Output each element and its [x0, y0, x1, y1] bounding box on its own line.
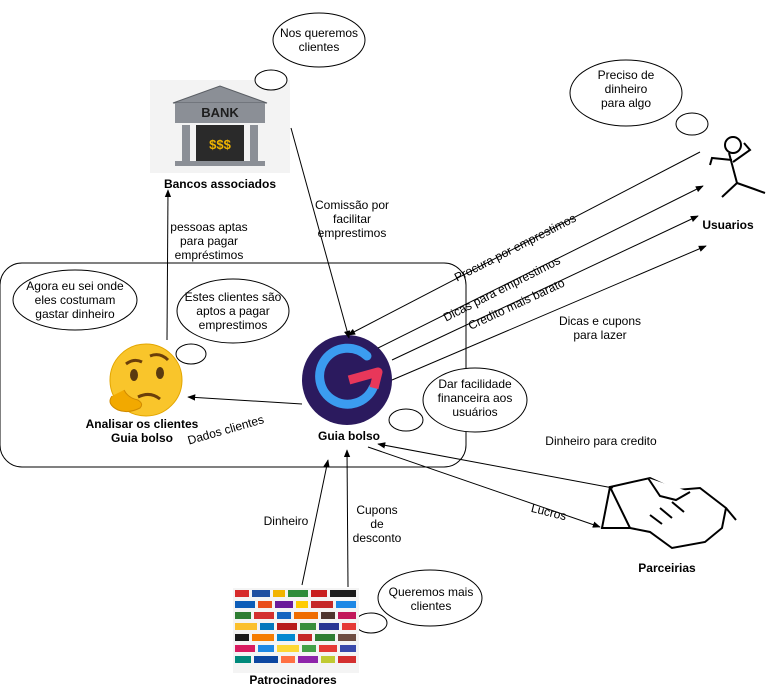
sponsor-logos-mosaic [233, 588, 359, 673]
cloud-ease-text-2: financeira aos [437, 391, 513, 405]
cloud-apt [175, 278, 290, 365]
edge-apt-1: pessoas aptas [170, 220, 248, 234]
cloud-apt-text-3: emprestimos [198, 318, 268, 332]
cloud-ease-text-3: usuários [452, 405, 498, 419]
cloud-sponsors-text-1: Queremos mais [388, 585, 474, 599]
bank-image: BANK $$$ [150, 80, 290, 173]
cloud-ease-text-1: Dar facilidade [438, 377, 512, 391]
arrow-guia-to-partners [367, 446, 601, 528]
cloud-sponsors-text-2: clientes [410, 599, 452, 613]
arrow-guia-to-users-2 [391, 215, 699, 361]
cloud-banks-text-2: clientes [298, 40, 340, 54]
arrow-users-to-guia [347, 151, 701, 336]
guia-bolso-group-frame [0, 262, 467, 468]
edge-money: Dinheiro [263, 514, 309, 528]
bank-caption: Bancos associados [163, 177, 277, 191]
arrow-bank-to-guia [290, 127, 351, 339]
edge-coupons-3: desconto [352, 531, 402, 545]
users-caption: Usuarios [702, 218, 754, 232]
bank-dollar-label: $$$ [209, 137, 231, 152]
bank-sign-label: BANK [201, 105, 239, 120]
arrow-sponsors-to-guia-2 [343, 449, 351, 588]
cloud-users-text-1: Preciso de [597, 68, 655, 82]
arrow-guia-to-analyse [187, 394, 303, 405]
edge-leisure-1: Dicas e cupons [558, 314, 642, 328]
cloud-banks-text-1: Nos queremos [279, 26, 359, 40]
cloud-apt-text-2: aptos a pagar [196, 304, 270, 318]
analyse-caption-2: Guia bolso [110, 431, 173, 445]
cloud-users [569, 59, 709, 136]
guia-bolso-logo [302, 335, 392, 425]
cloud-users-text-2: dinheiro [604, 82, 648, 96]
edge-coupons-1: Cupons [356, 503, 398, 517]
arrow-sponsors-to-guia-1 [301, 459, 330, 586]
edge-commission-3: emprestimos [317, 226, 387, 240]
edge-commission-1: Comissão por [314, 198, 390, 212]
edge-leisure-2: para lazer [573, 328, 627, 342]
arrow-guia-to-users-1 [377, 185, 704, 349]
sponsors-caption: Patrocinadores [249, 673, 337, 687]
edge-coupons-2: de [370, 517, 384, 531]
cloud-banks [254, 12, 366, 91]
edge-apt-2: para pagar [179, 234, 239, 248]
cloud-where-text-1: Agora eu sei onde [26, 279, 124, 293]
user-stick-figure [709, 136, 766, 198]
arrow-partners-to-guia [377, 442, 614, 489]
edge-credit-money: Dinheiro para credito [545, 434, 657, 448]
handshake-image [600, 476, 737, 550]
thinking-emoji [109, 343, 183, 417]
analyse-caption-1: Analisar os clientes [85, 417, 199, 431]
cloud-ease [388, 367, 528, 433]
cloud-users-text-3: para algo [600, 96, 652, 110]
edge-apt-3: empréstimos [174, 248, 244, 262]
cloud-where-text-3: gastar dinheiro [35, 307, 115, 321]
guia-caption: Guia bolso [317, 429, 380, 443]
cloud-where [12, 269, 138, 331]
edge-commission-2: facilitar [332, 212, 371, 226]
arrow-guia-to-users-3 [391, 245, 707, 381]
partners-caption: Parceirias [638, 561, 696, 575]
cloud-where-text-2: eles costumam [34, 293, 116, 307]
arrow-analyse-to-bank [164, 189, 172, 341]
cloud-apt-text-1: Estes clientes são [184, 290, 282, 304]
